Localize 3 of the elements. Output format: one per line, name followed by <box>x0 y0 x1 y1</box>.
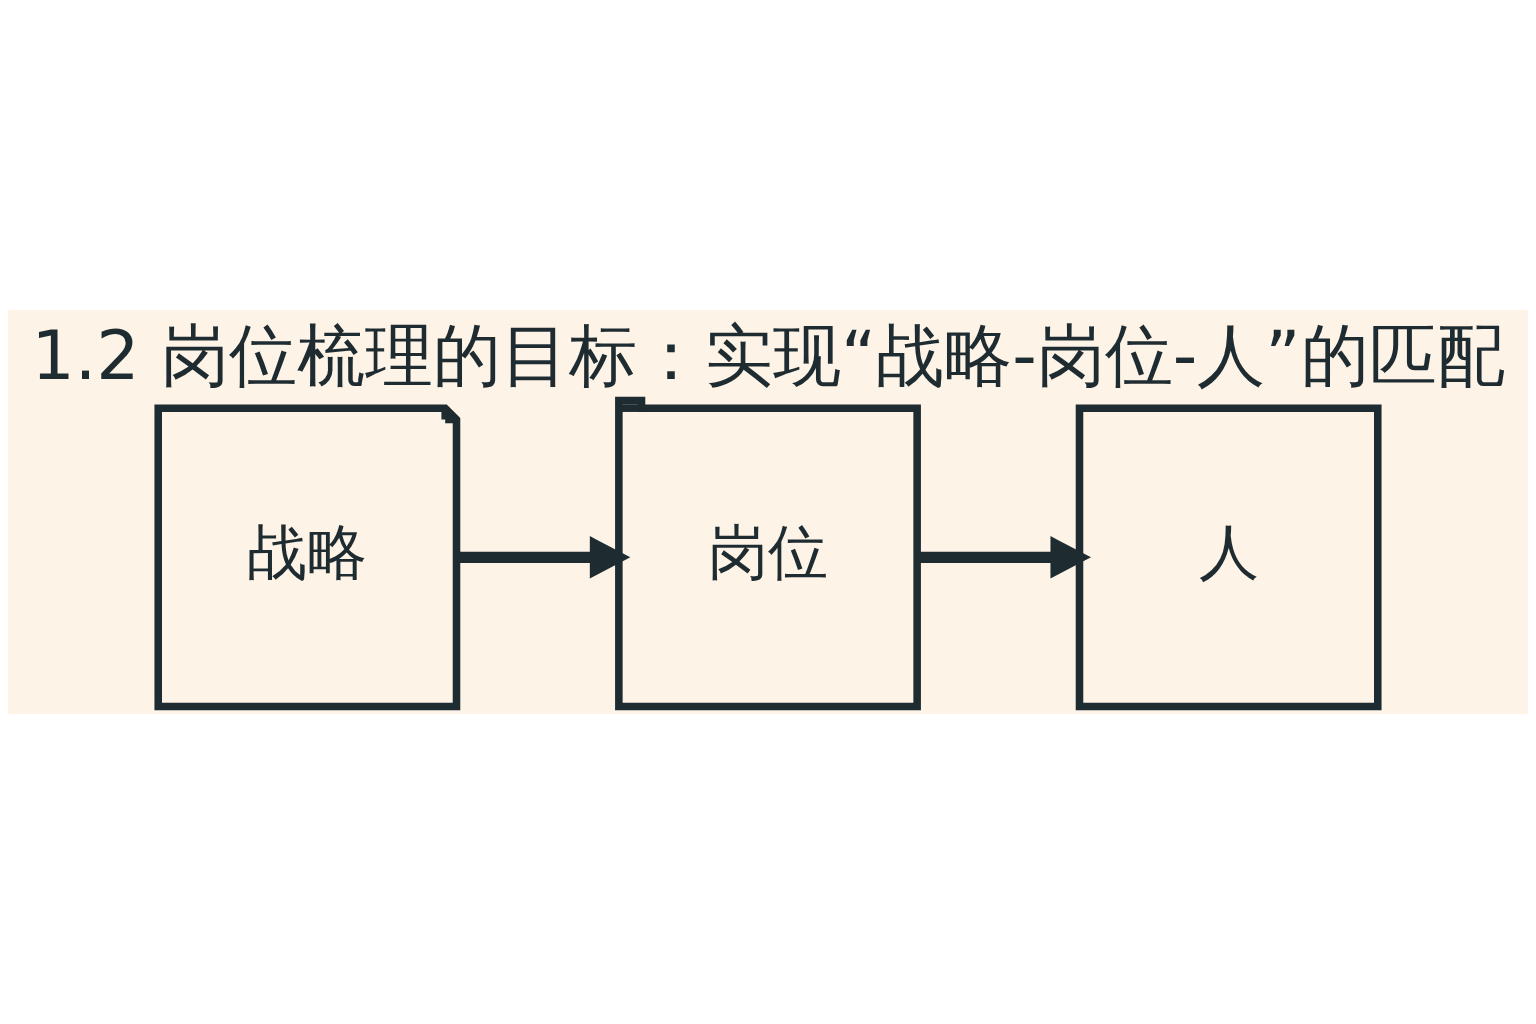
node-box: 人 <box>1075 404 1382 711</box>
arrow <box>917 536 1091 579</box>
diagram-title: 1.2 岗位梳理的目标：实现“战略-岗位-人”的匹配 <box>31 316 1505 396</box>
